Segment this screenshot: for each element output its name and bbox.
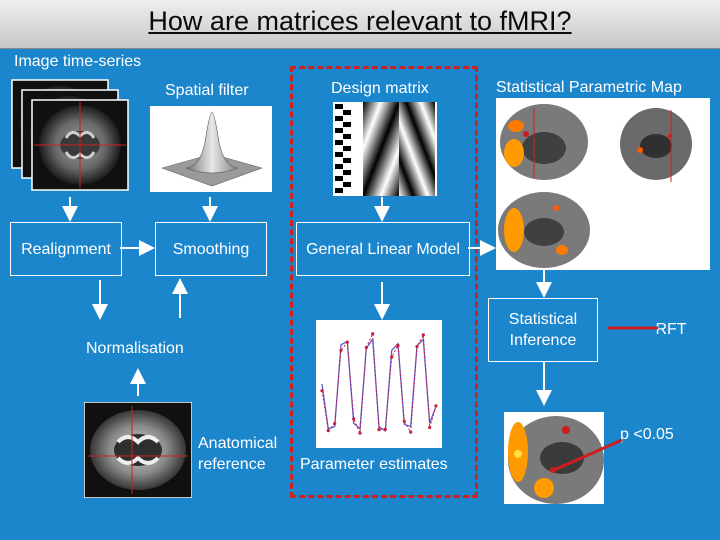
image-time-series-label: Image time-series [14, 53, 142, 70]
plot-point [326, 429, 330, 433]
realignment-label: Realignment [21, 240, 111, 258]
plot-point [415, 344, 419, 349]
p-value-label: p <0.05 [620, 426, 674, 443]
image-time-series-stack [11, 79, 129, 191]
plot-point [358, 431, 362, 435]
anatomical-reference-label: Anatomical reference [198, 435, 278, 473]
plot-point [352, 417, 356, 421]
plot-point [428, 425, 432, 430]
plot-point [339, 348, 343, 352]
spm-image [496, 98, 710, 270]
parameter-estimates-plot [316, 320, 442, 448]
spatial-filter-image [150, 106, 272, 192]
statistical-inference-box: Statistical Inference [488, 298, 598, 362]
title-bar: How are matrices relevant to fMRI? [0, 0, 720, 49]
design-matrix-image [333, 102, 437, 196]
glm-dashed-frame [290, 66, 478, 498]
plot-point [371, 332, 375, 336]
rft-label: RFT [655, 320, 687, 338]
plot-point [320, 389, 324, 393]
smoothing-box: Smoothing [155, 222, 267, 276]
spatial-filter-label: Spatial filter [165, 82, 249, 99]
normalisation-template-image [84, 402, 192, 498]
plot-point [421, 333, 425, 337]
plot-point [390, 355, 394, 359]
statistical-inference-label: Statistical Inference [508, 311, 578, 349]
activation-result-image [504, 412, 604, 504]
p-value-pointer [553, 438, 623, 472]
glm-box: General Linear Model [296, 222, 470, 276]
plot-point [409, 430, 413, 434]
slide-title: How are matrices relevant to fMRI? [148, 6, 572, 36]
plot-point [345, 340, 349, 344]
plot-point [396, 343, 400, 348]
smoothing-label: Smoothing [172, 240, 250, 258]
plot-point [377, 428, 381, 432]
plot-point [383, 427, 387, 431]
plot-point [333, 421, 337, 426]
glm-label: General Linear Model [306, 240, 460, 258]
normalisation-label: Normalisation [86, 340, 184, 357]
plot-point [434, 404, 438, 408]
design-matrix-label: Design matrix [331, 80, 429, 97]
plot-point [402, 419, 406, 423]
spm-label: Statistical Parametric Map [496, 79, 682, 96]
parameter-estimates-label: Parameter estimates [300, 456, 448, 473]
plot-point [364, 345, 368, 350]
realignment-box: Realignment [10, 222, 122, 276]
